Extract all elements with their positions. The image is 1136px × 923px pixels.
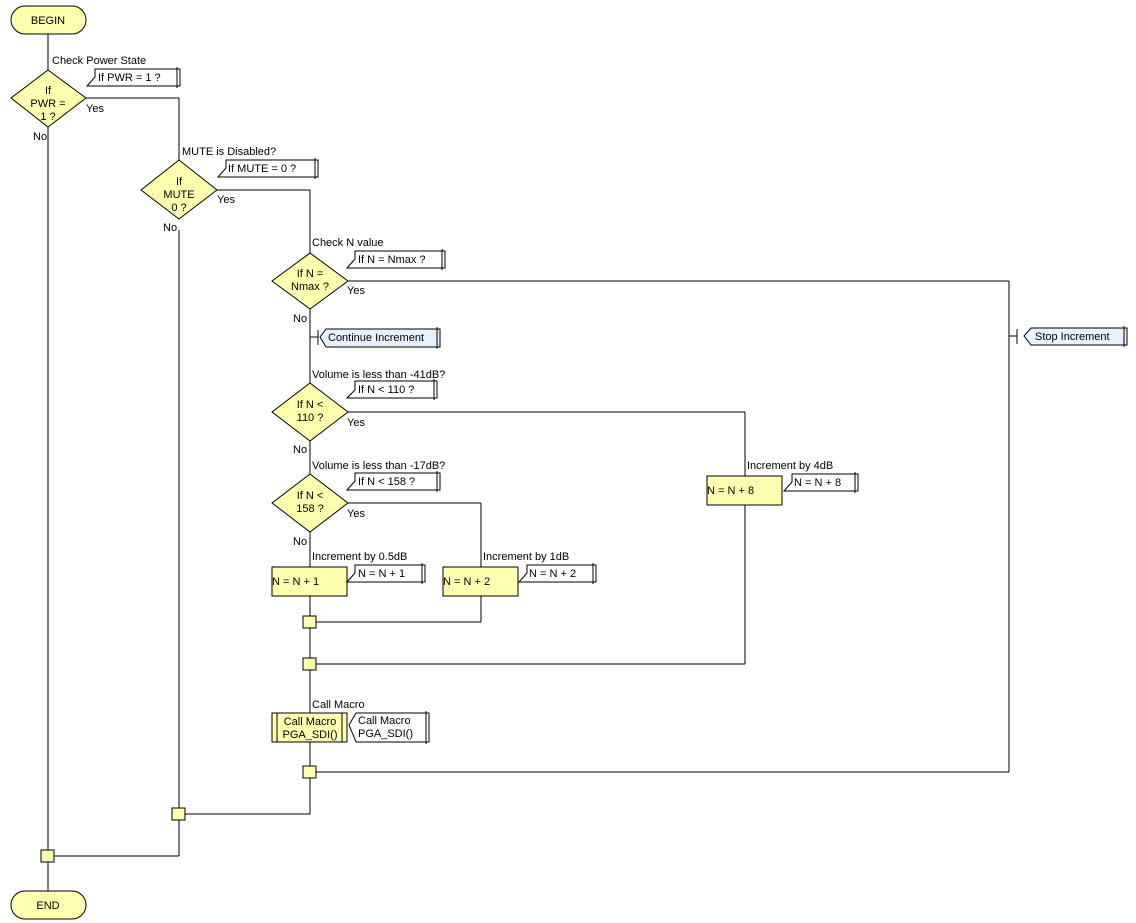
macro-call-line1: Call Macro: [284, 716, 337, 728]
junction-pwr: [40, 849, 55, 863]
decision-nmax-heading: Check N value: [312, 237, 384, 249]
begin-terminal[interactable]: BEGIN: [10, 5, 87, 35]
flow-lines: [47, 34, 1018, 891]
decision-nmax-no-label: No: [293, 313, 307, 325]
end-terminal[interactable]: END: [10, 890, 87, 920]
comment-continue-increment: Continue Increment: [319, 327, 441, 349]
comment-inc8-text: N = N + 8: [794, 477, 841, 489]
comment-continue-increment-text: Continue Increment: [328, 332, 424, 344]
comment-n158-text: If N < 158 ?: [358, 476, 415, 488]
calc-inc1[interactable]: Increment by 0.5dB N = N + 1: [271, 551, 407, 597]
decision-n110-yes-label: Yes: [347, 417, 365, 429]
calc-inc1-label: N = N + 1: [272, 576, 319, 588]
decision-mute-heading: MUTE is Disabled?: [182, 146, 276, 158]
decision-mute[interactable]: MUTE is Disabled? If MUTE 0 ? Yes No: [140, 146, 276, 234]
comment-pwr: If PWR = 1 ?: [85, 67, 181, 88]
comment-n110: If N < 110 ?: [345, 379, 438, 400]
calc-inc8[interactable]: Increment by 4dB N = N + 8: [706, 460, 833, 506]
comment-inc8: N = N + 8: [782, 472, 859, 493]
decision-n110[interactable]: Volume is less than -41dB? If N < 110 ? …: [271, 369, 445, 456]
decision-nmax[interactable]: Check N value If N = Nmax ? Yes No: [271, 237, 384, 325]
decision-nmax-line2: Nmax ?: [291, 281, 329, 293]
comment-inc1: N = N + 1: [345, 563, 426, 584]
comment-macro-line1: Call Macro: [358, 715, 411, 727]
junction-n110: [302, 657, 317, 671]
comment-n158: If N < 158 ?: [345, 471, 441, 492]
decision-mute-yes-label: Yes: [217, 194, 235, 206]
decision-mute-no-label: No: [163, 222, 177, 234]
decision-pwr-line3: 1 ?: [40, 111, 55, 123]
calc-inc8-label: N = N + 8: [707, 485, 754, 497]
comment-stop-increment: Stop Increment: [1023, 326, 1128, 347]
end-label: END: [36, 900, 59, 912]
decision-mute-line3: 0 ?: [171, 202, 186, 214]
decision-mute-line2: MUTE: [163, 189, 194, 201]
junction-connectors: [40, 615, 317, 863]
decision-pwr-line1: If: [45, 85, 52, 97]
decision-pwr-heading: Check Power State: [52, 55, 146, 67]
calc-inc2[interactable]: Increment by 1dB N = N + 2: [442, 551, 569, 597]
comment-pwr-text: If PWR = 1 ?: [98, 72, 161, 84]
decision-n158-line2: 158 ?: [296, 503, 324, 515]
comment-macro-line2: PGA_SDI(): [358, 728, 413, 740]
calc-inc2-label: N = N + 2: [443, 576, 490, 588]
decision-n110-heading: Volume is less than -41dB?: [312, 369, 445, 381]
junction-nmax: [302, 765, 317, 779]
comment-inc2-text: N = N + 2: [529, 568, 576, 580]
calc-inc8-heading: Increment by 4dB: [747, 460, 833, 472]
decision-nmax-yes-label: Yes: [347, 285, 365, 297]
comment-inc1-text: N = N + 1: [358, 568, 405, 580]
comment-stop-increment-text: Stop Increment: [1035, 331, 1110, 343]
comment-n110-text: If N < 110 ?: [358, 384, 414, 396]
decision-n158-no-label: No: [293, 536, 307, 548]
begin-label: BEGIN: [31, 15, 65, 27]
decision-n110-line1: If N <: [297, 399, 324, 411]
decision-n158-heading: Volume is less than -17dB?: [312, 460, 445, 472]
macro-call[interactable]: Call Macro Call Macro PGA_SDI(): [271, 699, 365, 743]
comment-inc2: N = N + 2: [517, 563, 597, 584]
calc-inc1-heading: Increment by 0.5dB: [312, 551, 407, 563]
decision-n110-line2: 110 ?: [297, 412, 324, 424]
calc-inc2-heading: Increment by 1dB: [483, 551, 569, 563]
decision-mute-line1: If: [176, 176, 183, 188]
junction-mute: [171, 807, 186, 821]
decision-n158-line1: If N <: [297, 490, 324, 502]
comment-mute-text: If MUTE = 0 ?: [228, 163, 296, 175]
comment-nmax-text: If N = Nmax ?: [358, 254, 426, 266]
decision-n158-yes-label: Yes: [347, 508, 365, 520]
decision-pwr-line2: PWR =: [30, 98, 65, 110]
decision-nmax-line1: If N =: [297, 268, 324, 280]
decision-n110-no-label: No: [293, 444, 307, 456]
comment-nmax: If N = Nmax ?: [345, 249, 446, 270]
decision-n158[interactable]: Volume is less than -17dB? If N < 158 ? …: [271, 460, 445, 548]
decision-pwr-yes-label: Yes: [86, 103, 104, 115]
macro-call-line2: PGA_SDI(): [282, 729, 337, 741]
junction-inc: [302, 615, 317, 629]
comment-macro: Call Macro PGA_SDI(): [348, 711, 430, 744]
decision-pwr[interactable]: Check Power State If PWR = 1 ? Yes No: [10, 55, 146, 143]
decision-pwr-no-label: No: [33, 131, 47, 143]
comment-mute: If MUTE = 0 ?: [216, 158, 319, 179]
macro-call-heading: Call Macro: [312, 699, 365, 711]
